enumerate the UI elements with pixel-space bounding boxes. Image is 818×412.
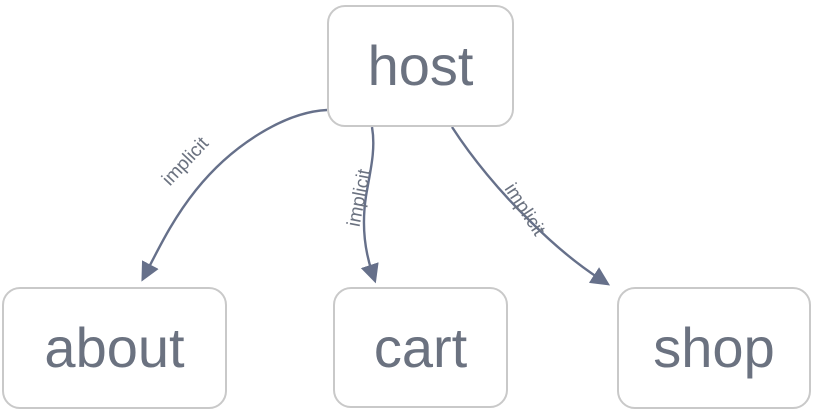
edge-host-to-about xyxy=(141,108,328,282)
node-shop-label: shop xyxy=(653,316,775,379)
node-host[interactable]: host xyxy=(327,5,514,127)
node-about-label: about xyxy=(44,316,185,379)
edge-host-to-shop xyxy=(450,126,611,286)
node-host-label: host xyxy=(367,34,474,97)
node-cart[interactable]: cart xyxy=(333,287,508,408)
node-about[interactable]: about xyxy=(2,287,227,409)
edge-host-to-cart xyxy=(360,126,379,284)
node-cart-label: cart xyxy=(373,315,468,379)
node-shop[interactable]: shop xyxy=(617,287,811,409)
